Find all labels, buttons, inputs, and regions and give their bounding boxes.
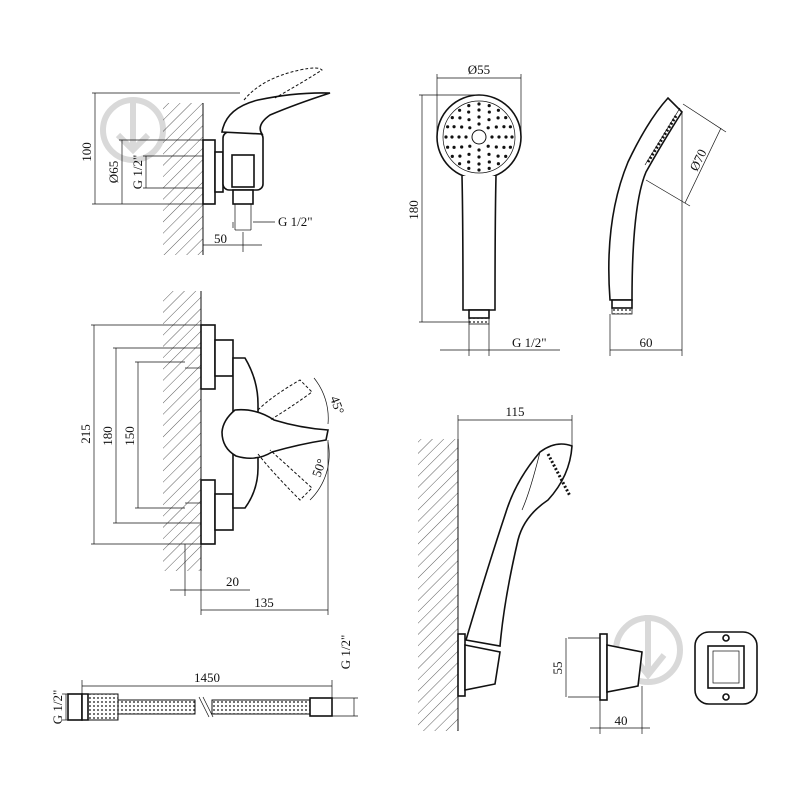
nozzle-dot <box>452 125 456 129</box>
holder-assembly-view: 115 <box>418 404 573 731</box>
nozzle-dot <box>487 166 491 170</box>
dim-head-diameter-70: Ø70 <box>686 147 709 174</box>
nozzle-dot <box>496 162 500 166</box>
nozzle-dot <box>457 135 461 139</box>
hand-shower-side-view: Ø70 60 <box>608 96 727 356</box>
nozzle-dot <box>458 154 462 158</box>
nozzle-dot <box>467 152 471 156</box>
nozzle-dot <box>450 135 454 139</box>
nozzle-dot <box>477 122 481 126</box>
nozzle-dot <box>458 108 462 112</box>
nozzle-dot <box>467 118 471 122</box>
mixer-side-view: 100 Ø65 G 1/2" G 1/2" 50 <box>79 67 331 255</box>
hose-view: G 1/2" 1450 G 1/2" <box>50 635 358 725</box>
dim-thread-left-top: G 1/2" <box>130 155 145 190</box>
dim-angle-45: 45° <box>327 394 347 416</box>
nozzle-dot <box>504 116 508 120</box>
nozzle-dot <box>487 104 491 108</box>
dim-angle-50: 50° <box>309 457 329 479</box>
nozzle-dot <box>496 154 500 158</box>
nozzle-dot <box>510 135 514 139</box>
nozzle-dot <box>502 125 506 129</box>
dim-diameter-65: Ø65 <box>106 161 121 183</box>
nozzle-dot <box>477 148 481 152</box>
nozzle-dot <box>487 152 491 156</box>
hand-shower-front-view: Ø55 180 G 1/2" <box>406 62 560 356</box>
nozzle-dot <box>450 116 454 120</box>
dim-depth-40: 40 <box>615 713 628 728</box>
nozzle-dot <box>494 125 498 129</box>
bracket-view: 55 40 <box>550 631 758 734</box>
nozzle-dot <box>477 155 481 159</box>
nozzle-dot <box>487 118 491 122</box>
nozzle-dot <box>477 108 481 112</box>
nozzle-dot <box>486 144 490 148</box>
nozzle-dot <box>486 126 490 130</box>
nozzle-dot <box>446 145 450 149</box>
nozzle-dot <box>446 125 450 129</box>
nozzle-dot <box>468 144 472 148</box>
dim-reach-115: 115 <box>505 404 524 419</box>
dim-height-55: 55 <box>550 662 565 675</box>
nozzle-dot <box>508 145 512 149</box>
watermark-logo-top <box>100 97 166 163</box>
dim-thread-hose-right: G 1/2" <box>338 635 353 670</box>
nozzle-dot <box>477 168 481 172</box>
nozzle-dot <box>504 154 508 158</box>
dim-height-100: 100 <box>79 142 94 162</box>
nozzle-dot <box>467 104 471 108</box>
dim-spacing-150: 150 <box>122 426 137 446</box>
nozzle-dot <box>477 162 481 166</box>
dim-head-diameter-55: Ø55 <box>468 62 490 77</box>
nozzle-dot <box>452 145 456 149</box>
nozzle-dot <box>460 125 464 129</box>
nozzle-dot <box>458 116 462 120</box>
nozzle-dot <box>467 110 471 114</box>
mixer-front-view: 45° 50° 215 180 150 20 135 <box>78 291 348 615</box>
nozzle-dot <box>496 116 500 120</box>
nozzle-dot <box>487 160 491 164</box>
nozzle-dot <box>460 145 464 149</box>
dim-spacing-180: 180 <box>100 426 115 446</box>
nozzle-dot <box>444 135 448 139</box>
dim-offset-20: 20 <box>226 574 239 589</box>
dim-length-180: 180 <box>406 200 421 220</box>
dim-depth-50: 50 <box>214 231 227 246</box>
dim-thread-outlet-top: G 1/2" <box>278 214 313 229</box>
nozzle-dot <box>494 145 498 149</box>
nozzle-dot <box>487 110 491 114</box>
nozzle-dot <box>467 160 471 164</box>
nozzle-dot <box>497 135 501 139</box>
nozzle-dot <box>458 162 462 166</box>
shower-side-nozzles <box>646 115 678 163</box>
dim-depth-60: 60 <box>640 335 653 350</box>
nozzle-dot <box>490 135 494 139</box>
nozzle-dot <box>450 154 454 158</box>
nozzle-dot <box>477 102 481 106</box>
nozzle-dot <box>508 125 512 129</box>
nozzle-dot <box>477 115 481 119</box>
dim-thread-hose-left: G 1/2" <box>50 690 65 725</box>
dim-depth-135: 135 <box>254 595 274 610</box>
nozzle-dot <box>468 126 472 130</box>
nozzle-dot <box>502 145 506 149</box>
nozzle-dot <box>504 135 508 139</box>
dim-length-1450: 1450 <box>194 670 220 685</box>
shower-nozzles <box>444 102 514 172</box>
nozzle-dot <box>496 108 500 112</box>
dim-thread-shower: G 1/2" <box>512 335 547 350</box>
nozzle-dot <box>467 166 471 170</box>
dim-height-215: 215 <box>78 424 93 444</box>
nozzle-dot <box>464 135 468 139</box>
